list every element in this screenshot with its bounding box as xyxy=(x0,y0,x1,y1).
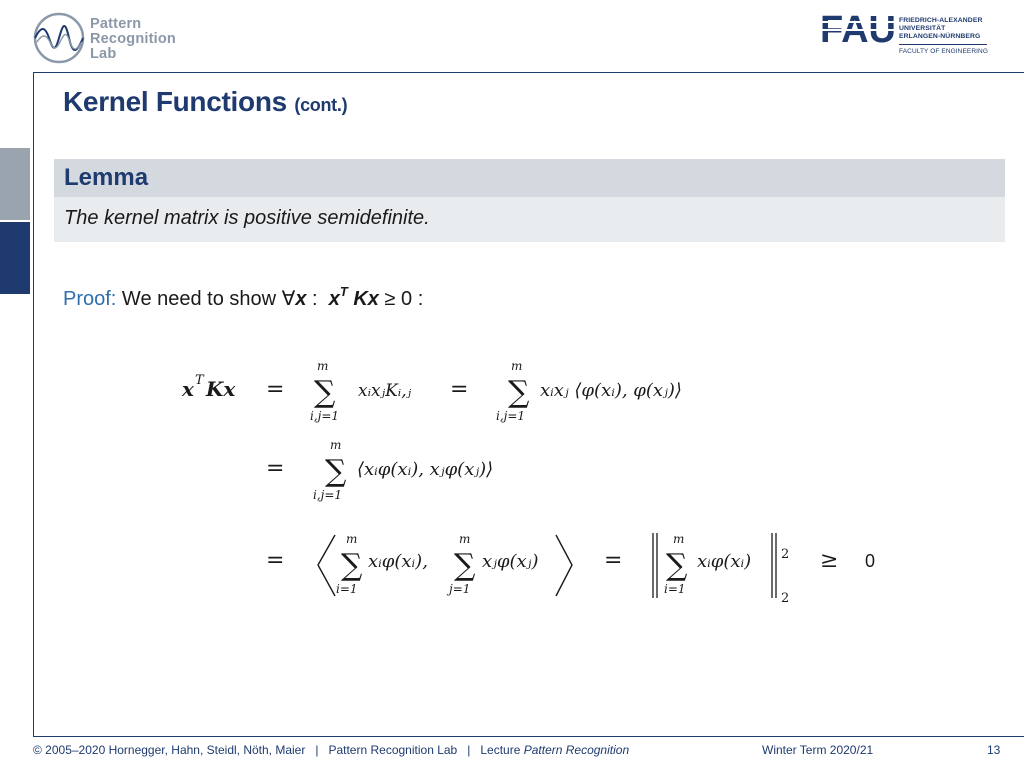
slide-title-text: Kernel Functions xyxy=(63,86,287,117)
sum1-upper: m xyxy=(317,359,328,373)
footer-copyright: © 2005–2020 Hornegger, Hahn, Steidl, Nöt… xyxy=(33,743,629,757)
sum5-sigma: ∑ xyxy=(454,548,476,583)
eq-equals-2: = xyxy=(450,377,468,402)
footer-copyright-text: © 2005–2020 Hornegger, Hahn, Steidl, Nöt… xyxy=(33,743,521,757)
eq-zero: 0 xyxy=(865,551,875,571)
proof-label: Proof: xyxy=(63,288,117,310)
fau-name-line-3: ERLANGEN-NÜRNBERG xyxy=(899,33,981,40)
lemma-header: Lemma xyxy=(54,159,1005,197)
footer-term: Winter Term 2020/21 xyxy=(762,743,874,757)
eq-term-4a: xᵢφ(xᵢ), xyxy=(368,551,428,572)
proof-ge-zero: ≥ 0 : xyxy=(384,288,424,310)
sum6-lower: i=1 xyxy=(664,582,686,596)
sum2-lower: i,j=1 xyxy=(496,409,525,423)
sum3-lower: i,j=1 xyxy=(313,488,342,502)
lab-logo-text-3: Lab xyxy=(90,46,117,62)
lemma-body: The kernel matrix is positive semidefini… xyxy=(54,197,1005,242)
sum4-sigma: ∑ xyxy=(341,548,363,583)
side-tab-current[interactable] xyxy=(0,222,30,294)
proof-var-x: x xyxy=(295,288,307,310)
sum6-sigma: ∑ xyxy=(666,548,688,583)
eq-term-1: xᵢxⱼKᵢ,ⱼ xyxy=(358,381,412,401)
footer-lecture-name: Pattern Recognition xyxy=(523,743,630,757)
eq-term-5: xᵢφ(xᵢ) xyxy=(697,551,751,572)
lemma-statement: The kernel matrix is positive semidefini… xyxy=(64,207,430,229)
sum6-upper: m xyxy=(673,532,684,546)
lemma-heading: Lemma xyxy=(64,164,149,191)
fau-divider xyxy=(899,44,987,45)
proof-line: Proof: We need to show ∀x : xT Kx ≥ 0 : xyxy=(63,284,423,311)
lab-logo-text-1: Pattern xyxy=(90,16,142,32)
frame-left-line xyxy=(33,72,34,737)
norm-sub: 2 xyxy=(781,591,789,606)
eq-equals-4: = xyxy=(266,548,284,573)
frame-bottom-line xyxy=(33,736,1024,737)
lab-logo-text-2: Recognition xyxy=(90,31,176,47)
sum5-upper: m xyxy=(459,532,470,546)
sum4-lower: i=1 xyxy=(336,582,358,596)
fau-logo: FAU xyxy=(820,12,896,44)
slide-title: Kernel Functions (cont.) xyxy=(63,86,348,118)
proof-xT: x xyxy=(328,288,340,310)
proof-text: We need to show xyxy=(121,288,277,310)
page-number: 13 xyxy=(987,743,1001,757)
sum3-sigma: ∑ xyxy=(325,454,347,489)
fau-name-line-1: FRIEDRICH-ALEXANDER xyxy=(899,17,983,24)
eq-lhs-x: x xyxy=(181,377,195,401)
angle-bracket-right xyxy=(555,534,573,597)
proof-sup-T: T xyxy=(339,284,348,299)
sum2-sigma: ∑ xyxy=(508,375,530,410)
frame-top-line xyxy=(33,72,1024,73)
eq-lhs-Kx: Kx xyxy=(205,377,236,401)
fau-faculty: FACULTY OF ENGINEERING xyxy=(899,48,989,55)
eq-equals-5: = xyxy=(604,548,622,573)
sum3-upper: m xyxy=(330,438,341,452)
eq-term-4b: xⱼφ(xⱼ) xyxy=(482,551,538,572)
slide-title-suffix: (cont.) xyxy=(294,95,348,115)
sum2-upper: m xyxy=(511,359,522,373)
lab-logo-icon xyxy=(33,12,85,64)
eq-term-2: xᵢxⱼ ⟨φ(xᵢ), φ(xⱼ)⟩ xyxy=(540,380,682,401)
eq-term-3: ⟨xᵢφ(xᵢ), xⱼφ(xⱼ)⟩ xyxy=(357,459,493,480)
eq-equals-3: = xyxy=(266,456,284,481)
eq-ge: ≥ xyxy=(820,548,838,573)
forall-symbol: ∀ xyxy=(281,288,296,310)
norm-sup: 2 xyxy=(781,547,789,562)
proof-Kx: Kx xyxy=(353,288,379,310)
fau-name-line-2: UNIVERSITÄT xyxy=(899,25,946,32)
sum1-sigma: ∑ xyxy=(314,375,336,410)
sum1-lower: i,j=1 xyxy=(310,409,339,423)
eq-equals-1: = xyxy=(266,377,284,402)
side-tab-previous[interactable] xyxy=(0,148,30,220)
proof-colon: : xyxy=(312,288,318,310)
eq-lhs-sup: T xyxy=(195,373,205,388)
angle-bracket-left xyxy=(317,534,336,597)
sum4-upper: m xyxy=(346,532,357,546)
fau-wordmark: FAU xyxy=(820,12,896,44)
sum5-lower: j=1 xyxy=(446,582,470,596)
